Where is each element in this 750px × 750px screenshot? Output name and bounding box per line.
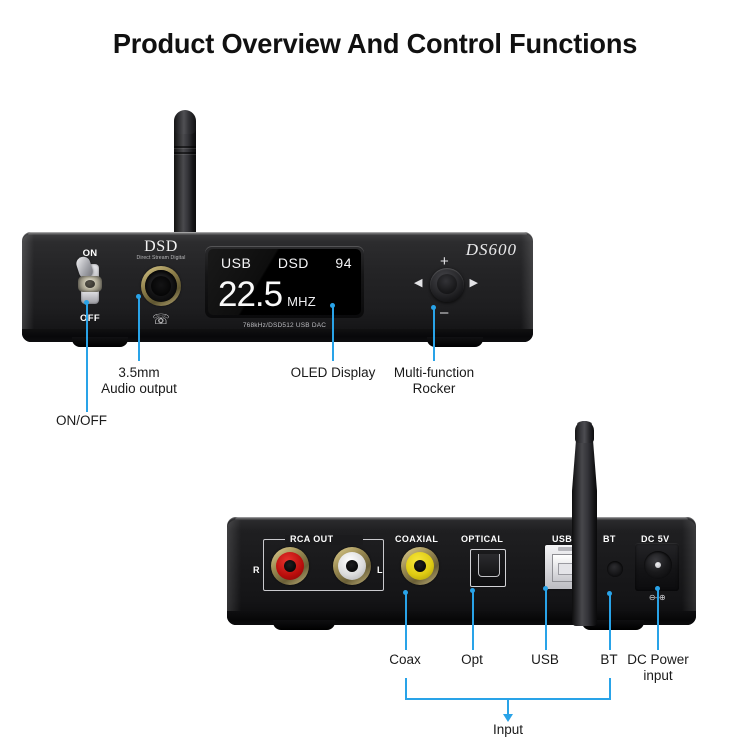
rear-panel-device: RCA OUT R L COAXIAL OPTICAL USB BT	[227, 421, 696, 630]
rca-left-hole	[346, 560, 358, 572]
rear-top-highlight	[235, 517, 688, 520]
front-wifi-antenna	[174, 110, 196, 236]
input-bracket-stem	[507, 698, 509, 716]
callout-line-bt	[609, 594, 611, 650]
power-toggle-switch[interactable]: ON OFF	[67, 248, 113, 324]
front-panel-device: DSD Direct Stream Digital DS600 ON OFF ☏…	[22, 232, 533, 347]
rca-jack-left[interactable]	[333, 547, 371, 585]
usb-tab	[558, 547, 574, 551]
chassis-top-highlight	[28, 232, 527, 235]
rear-left-bevel	[227, 520, 241, 621]
rca-jack-right[interactable]	[271, 547, 309, 585]
coaxial-hole	[414, 560, 426, 572]
antenna-ring	[174, 146, 196, 148]
oled-source: USB	[221, 255, 252, 271]
rear-foot	[273, 620, 335, 630]
rca-right-hole	[284, 560, 296, 572]
callout-dot-bt	[607, 591, 612, 596]
callout-line-rocker	[433, 308, 435, 361]
dsd-logo-tagline: Direct Stream Digital	[136, 255, 186, 261]
callout-on-off: ON/OFF	[56, 413, 107, 428]
callout-dc-power: DC Power input	[627, 652, 689, 683]
callout-dot-coax	[403, 590, 408, 595]
optical-toslink-port[interactable]	[470, 549, 506, 587]
usb-label: USB	[552, 534, 573, 544]
callout-dot-on-off	[84, 300, 89, 305]
callout-audio-output: 3.5mm Audio output	[101, 365, 177, 396]
power-on-label: ON	[82, 248, 98, 259]
power-off-label: OFF	[80, 313, 100, 324]
callout-line-opt	[472, 591, 474, 650]
rear-right-bevel	[682, 520, 696, 621]
callout-line-coax	[405, 593, 407, 650]
input-arrow-icon	[503, 714, 513, 722]
input-bracket-left	[405, 678, 407, 700]
oled-format: DSD	[277, 255, 309, 271]
dsd-logo-text: DSD	[144, 238, 178, 255]
antenna-shaft	[174, 118, 196, 236]
rear-bt-antenna	[572, 421, 597, 626]
dc-label: DC 5V	[641, 534, 670, 544]
callout-oled-display: OLED Display	[290, 365, 376, 380]
bt-label: BT	[603, 534, 616, 544]
spec-text: 768kHz/DSD512 USB DAC	[242, 322, 327, 329]
dc-power-jack[interactable]	[644, 551, 672, 579]
chassis-base	[22, 329, 533, 342]
oled-volume: 94	[335, 255, 352, 271]
oled-status-row: USB DSD 94	[221, 255, 352, 271]
oled-screen: USB DSD 94 22.5 MHZ	[208, 249, 361, 315]
antenna-tip	[174, 110, 196, 134]
callout-dot-usb	[543, 586, 548, 591]
rear-antenna-tip	[575, 421, 594, 443]
callout-dot-rocker	[431, 305, 436, 310]
rca-out-label: RCA OUT	[290, 534, 334, 544]
callout-dot-oled	[330, 303, 335, 308]
page-title: Product Overview And Control Functions	[112, 28, 638, 59]
rocker-knob[interactable]	[430, 268, 464, 302]
rocker-left-icon[interactable]: ◀	[414, 277, 423, 289]
input-bracket-right	[609, 678, 611, 700]
callout-line-usb	[545, 589, 547, 650]
oled-rate-unit: MHZ	[287, 294, 316, 309]
oled-display: USB DSD 94 22.5 MHZ	[205, 246, 364, 318]
rca-left-label: L	[377, 565, 383, 575]
headphone-jack[interactable]: ☏	[139, 266, 183, 326]
callout-rocker: Multi-function Rocker	[393, 365, 475, 396]
chassis-foot	[427, 337, 483, 347]
callout-coax: Coax	[389, 652, 421, 667]
callout-dot-dc-power	[655, 586, 660, 591]
callout-line-on-off	[86, 303, 88, 412]
callout-line-dc-power	[657, 589, 659, 650]
rca-right-label: R	[253, 565, 260, 575]
dsd-logo: DSD Direct Stream Digital	[122, 238, 200, 262]
chassis-foot	[72, 337, 128, 347]
callout-input-group: Input	[492, 722, 524, 737]
callout-dot-opt	[470, 588, 475, 593]
callout-opt: Opt	[461, 652, 483, 667]
toggle-nut	[78, 276, 102, 292]
callout-usb: USB	[531, 652, 559, 667]
rocker-minus-icon[interactable]: –	[440, 304, 449, 321]
model-name: DS600	[465, 240, 517, 259]
headphone-icon: ☏	[152, 311, 170, 327]
bt-antenna-mount	[607, 561, 623, 577]
antenna-ring	[174, 152, 196, 154]
headphone-jack-ring	[141, 266, 181, 306]
rear-antenna-shaft	[572, 421, 597, 626]
callout-line-oled	[332, 306, 334, 361]
callout-dot-audio-output	[136, 294, 141, 299]
oled-rate-value: 22.5	[218, 275, 283, 314]
optical-label: OPTICAL	[461, 534, 504, 544]
rocker-right-icon[interactable]: ▶	[469, 277, 478, 289]
oled-rate-row: 22.5 MHZ	[218, 277, 316, 312]
rocker-plus-icon[interactable]: +	[440, 253, 449, 270]
callout-line-audio-output	[138, 297, 140, 361]
coaxial-label: COAXIAL	[395, 534, 439, 544]
rca-bracket-gap	[285, 535, 363, 545]
coaxial-jack[interactable]	[401, 547, 439, 585]
callout-bt: BT	[600, 652, 618, 667]
rear-foot	[582, 620, 644, 630]
multifunction-rocker[interactable]: + ◀ ▶ –	[412, 254, 480, 320]
